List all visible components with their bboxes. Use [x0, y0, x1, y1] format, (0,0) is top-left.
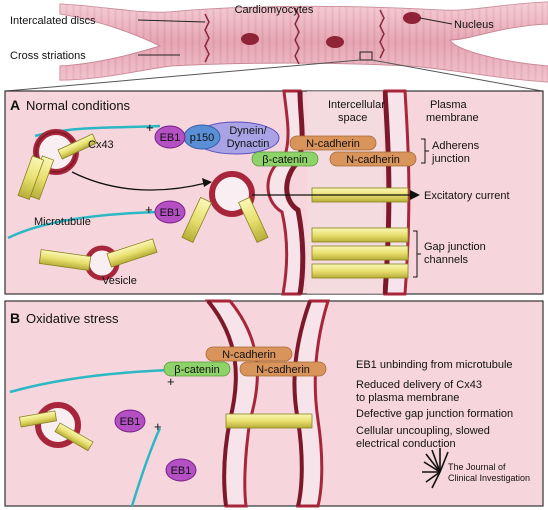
effect-reduced-delivery: Reduced delivery of Cx43 [356, 379, 482, 391]
dynactin-label: Dynactin [227, 138, 270, 150]
beta-catenin-label: β-catenin [174, 364, 219, 376]
panel-a-title: Normal conditions [26, 98, 131, 113]
n-cadherin-label: N-cadherin [346, 154, 400, 166]
panel-b-title: Oxidative stress [26, 311, 119, 326]
adherens-label: Adherens [432, 140, 480, 152]
n-cadherin-label: N-cadherin [256, 364, 310, 376]
n-cadherin-label: N-cadherin [306, 138, 360, 150]
vesicle-label: Vesicle [102, 275, 137, 287]
label-intercalated-discs: Intercalated discs [10, 15, 96, 27]
eb1-label: EB1 [160, 207, 181, 219]
nucleus [326, 36, 344, 48]
gap-junction-channels [312, 188, 408, 278]
label-cross-striations: Cross striations [10, 50, 86, 62]
dynein-label: Dynein/ [229, 125, 267, 137]
plus-sign: + [167, 374, 175, 389]
effect-uncoupling-2: electrical conduction [356, 438, 456, 450]
logo-line2: Clinical Investigation [448, 473, 530, 483]
eb1-label: EB1 [160, 132, 181, 144]
logo-line1: The Journal of [448, 462, 506, 472]
effect-uncoupling: Cellular uncoupling, slowed [356, 425, 490, 437]
excitatory-current-label: Excitatory current [424, 190, 510, 202]
intercellular-label: Intercellular [328, 99, 385, 111]
junction-label: junction [431, 153, 470, 165]
cx43-label: Cx43 [88, 139, 114, 151]
gap-junction-channel [226, 414, 312, 428]
space-label: space [338, 112, 367, 124]
nucleus [403, 12, 421, 24]
panel-a-letter: A [10, 97, 20, 113]
label-nucleus: Nucleus [454, 19, 494, 31]
plus-sign: + [146, 120, 154, 135]
plus-sign: + [154, 419, 162, 434]
plasma-label: Plasma [430, 99, 468, 111]
p150-label: p150 [190, 132, 214, 144]
eb1-label: EB1 [171, 465, 192, 477]
plus-sign: + [145, 202, 153, 217]
beta-catenin-label: β-catenin [262, 154, 307, 166]
eb1-label: EB1 [120, 416, 141, 428]
microtubule-label: Microtubule [34, 216, 91, 228]
panel-b-letter: B [10, 310, 20, 326]
n-cadherin-label: N-cadherin [222, 349, 276, 361]
nucleus [241, 33, 259, 45]
effect-eb1-unbinding: EB1 unbinding from microtubule [356, 359, 513, 371]
channels-label: channels [424, 254, 469, 266]
effect-reduced-delivery-2: to plasma membrane [356, 392, 459, 404]
gap-junction-label: Gap junction [424, 241, 486, 253]
membrane-label: membrane [426, 112, 479, 124]
effect-defective-gap: Defective gap junction formation [356, 408, 513, 420]
top-title: Cardiomyocytes [235, 4, 314, 16]
